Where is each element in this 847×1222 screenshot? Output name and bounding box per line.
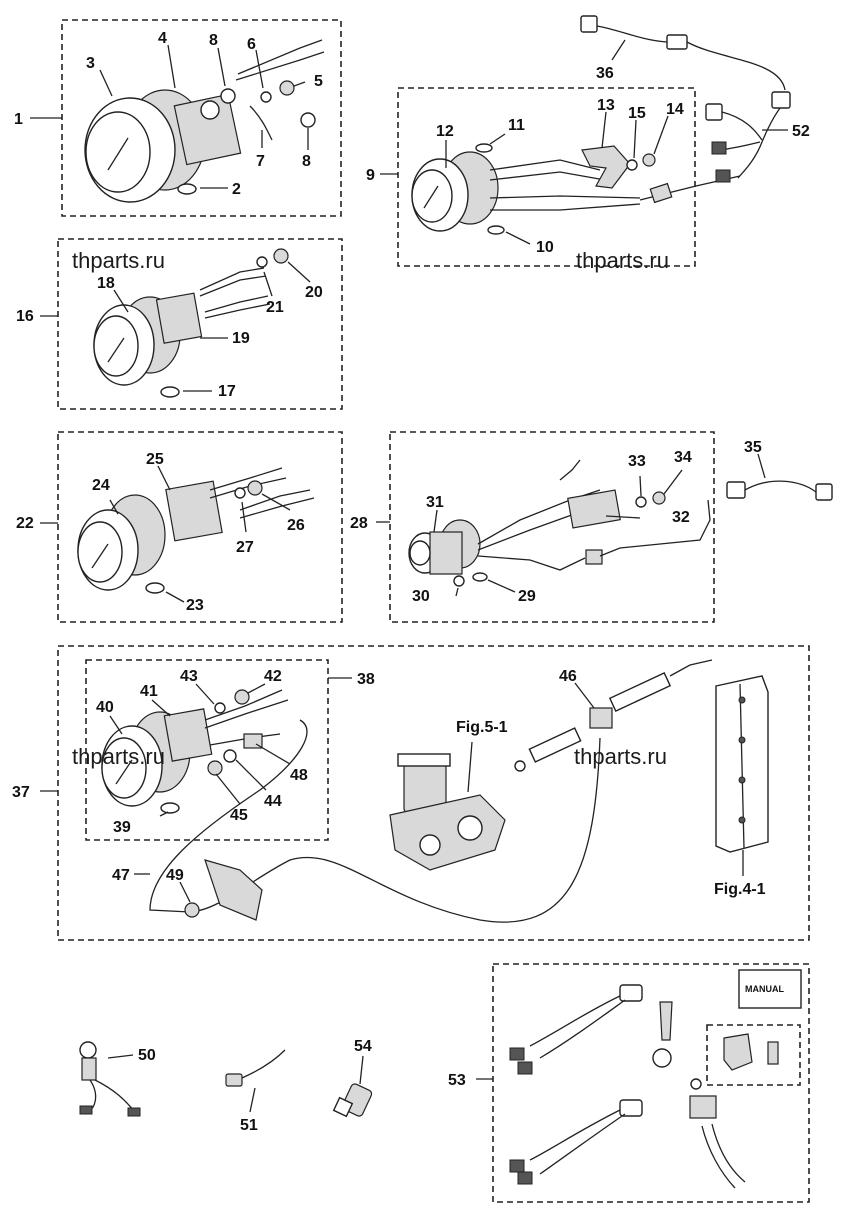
group-16-frame <box>57 238 343 410</box>
callout-8b: 8 <box>302 153 311 170</box>
callout-14: 14 <box>666 101 684 118</box>
harness-35 <box>726 480 833 501</box>
group-38-frame <box>85 659 329 841</box>
callout-53: 53 <box>448 1072 466 1089</box>
callout-20: 20 <box>305 284 323 301</box>
group-37-frame <box>57 645 810 941</box>
callout-12: 12 <box>436 123 454 140</box>
callout-16: 16 <box>16 308 34 325</box>
callout-4: 4 <box>158 30 167 47</box>
callout-19: 19 <box>232 330 250 347</box>
watermark: thparts.ru <box>72 744 165 769</box>
callout-3: 3 <box>86 55 95 72</box>
callout-48: 48 <box>290 767 308 784</box>
part-6-washer <box>260 91 272 103</box>
callout-1: 1 <box>14 111 23 128</box>
callout-41: 41 <box>140 683 158 700</box>
callout-42: 42 <box>264 668 282 685</box>
part-50-switch <box>79 1041 141 1117</box>
callout-54: 54 <box>354 1038 372 1055</box>
callout-27: 27 <box>236 539 254 556</box>
callout-24: 24 <box>92 477 110 494</box>
callout-31: 31 <box>426 494 444 511</box>
callout-43: 43 <box>180 668 198 685</box>
callout-7: 7 <box>256 153 265 170</box>
callout-50: 50 <box>138 1047 156 1064</box>
watermark: thparts.ru <box>576 248 669 273</box>
ref-fig-5-1: Fig.5-1 <box>456 719 508 736</box>
callout-30: 30 <box>412 588 430 605</box>
callout-49: 49 <box>166 867 184 884</box>
harness-52 <box>705 91 791 183</box>
callout-22: 22 <box>16 515 34 532</box>
callout-5: 5 <box>314 73 323 90</box>
callout-40: 40 <box>96 699 114 716</box>
callout-29: 29 <box>518 588 536 605</box>
callout-2: 2 <box>232 181 241 198</box>
callout-23: 23 <box>186 597 204 614</box>
callout-46: 46 <box>559 668 577 685</box>
callout-47: 47 <box>112 867 130 884</box>
callout-38: 38 <box>357 671 375 688</box>
harness-lower <box>509 1078 746 1189</box>
gauge-31 <box>408 519 481 575</box>
part-8-clamp <box>220 88 316 128</box>
part-2-bulb <box>177 183 197 195</box>
callout-34: 34 <box>674 449 692 466</box>
callout-18: 18 <box>97 275 115 292</box>
oil-pump <box>389 753 506 871</box>
callout-17: 17 <box>218 383 236 400</box>
group-22-frame <box>57 431 343 623</box>
harness-upper <box>509 984 673 1075</box>
callout-10: 10 <box>536 239 554 256</box>
callout-45: 45 <box>230 807 248 824</box>
callout-52: 52 <box>792 123 810 140</box>
callout-13: 13 <box>597 97 615 114</box>
callout-28: 28 <box>350 515 368 532</box>
bracket <box>715 675 769 853</box>
gauge-3 <box>84 89 242 203</box>
callout-37: 37 <box>12 784 30 801</box>
part-5-nut <box>279 80 295 96</box>
callout-8a: 8 <box>209 32 218 49</box>
watermark: thparts.ru <box>72 248 165 273</box>
callout-36: 36 <box>596 65 614 82</box>
callout-26: 26 <box>287 517 305 534</box>
callout-51: 51 <box>240 1117 258 1134</box>
manual-label: MANUAL <box>745 984 784 994</box>
callout-33: 33 <box>628 453 646 470</box>
callout-15: 15 <box>628 105 646 122</box>
ref-fig-4-1: Fig.4-1 <box>714 881 766 898</box>
callout-11: 11 <box>508 117 525 134</box>
joint-46 <box>514 672 672 772</box>
watermark: thparts.ru <box>574 744 667 769</box>
group-53-frame <box>492 963 810 1203</box>
gauge-40 <box>101 708 213 807</box>
callout-21: 21 <box>266 299 284 316</box>
callout-6: 6 <box>247 36 256 53</box>
callout-9: 9 <box>366 167 375 184</box>
gauge-12 <box>411 151 499 232</box>
tube-47 <box>149 719 601 923</box>
gauge-18 <box>93 292 203 386</box>
callout-25: 25 <box>146 451 164 468</box>
manual-box <box>738 969 802 1009</box>
callout-32: 32 <box>672 509 690 526</box>
part-51-wire <box>225 1049 286 1087</box>
callout-39: 39 <box>113 819 131 836</box>
harness-36 <box>580 15 786 91</box>
gauge-24 <box>77 480 223 591</box>
part-54-plug <box>332 1083 373 1118</box>
callout-44: 44 <box>264 793 282 810</box>
group-9-frame <box>397 87 696 267</box>
callout-35: 35 <box>744 439 762 456</box>
group-28-frame <box>389 431 715 623</box>
